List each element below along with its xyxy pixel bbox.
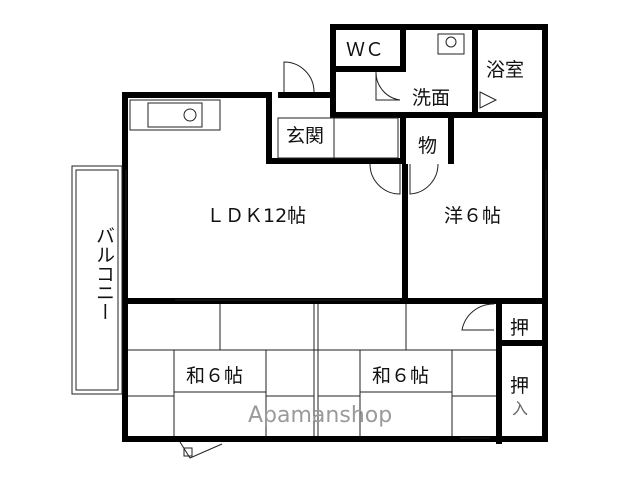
room-label-western: 洋６帖 bbox=[444, 205, 501, 227]
watermark-text: Apamanshop bbox=[248, 403, 392, 428]
room-label-closet-2-suffix: 入 bbox=[512, 399, 528, 418]
fixtures bbox=[71, 33, 547, 459]
room-label-entrance: 玄関 bbox=[286, 125, 324, 147]
room-label-japanese-1: 和６帖 bbox=[186, 365, 243, 387]
room-label-ldk: ＬＤＫ12帖 bbox=[206, 205, 306, 227]
room-label-closet-2: 押 bbox=[510, 375, 529, 397]
room-label-balcony: バルコニー bbox=[93, 226, 115, 321]
room-label-wc: ＷＣ bbox=[346, 39, 384, 61]
walls bbox=[122, 24, 548, 444]
room-label-storage: 物 bbox=[418, 135, 437, 157]
room-label-japanese-2: 和６帖 bbox=[372, 365, 429, 387]
room-label-closet-1: 押 bbox=[510, 317, 529, 339]
room-label-bath: 浴室 bbox=[486, 59, 524, 81]
room-label-washroom: 洗面 bbox=[412, 87, 450, 109]
